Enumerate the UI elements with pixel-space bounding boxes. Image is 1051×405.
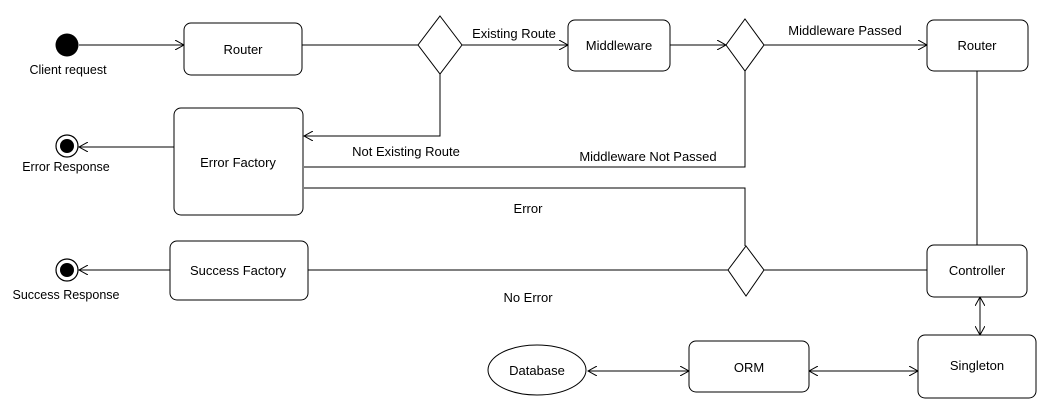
middleware-label: Middleware — [586, 38, 652, 53]
orm-box — [688, 340, 810, 393]
database-ellipse — [487, 344, 587, 396]
error-label: Error — [514, 201, 544, 216]
start-node — [55, 33, 79, 57]
middleware-box — [567, 19, 671, 72]
controller-box — [926, 244, 1028, 298]
edge-middleware-not-passed — [304, 71, 746, 168]
middleware-passed-label: Middleware Passed — [788, 23, 901, 38]
router-1-label: Router — [223, 42, 263, 57]
error-factory-label: Error Factory — [200, 155, 276, 170]
edge-not-existing-route — [304, 74, 441, 136]
controller-label: Controller — [949, 263, 1006, 278]
success-factory-label: Success Factory — [190, 263, 287, 278]
success-factory-box — [169, 240, 309, 301]
client-request-label: Client request — [29, 63, 107, 77]
orm-label: ORM — [734, 360, 764, 375]
database-label: Database — [509, 363, 565, 378]
error-decision-diamond — [727, 245, 765, 297]
middleware-not-passed-label: Middleware Not Passed — [579, 149, 716, 164]
existing-route-label: Existing Route — [472, 26, 556, 41]
router-2-label: Router — [957, 38, 997, 53]
success-response-end-node-core — [60, 263, 74, 277]
no-error-label: No Error — [503, 290, 553, 305]
not-existing-route-label: Not Existing Route — [352, 144, 460, 159]
middleware-decision-diamond — [725, 18, 765, 72]
route-decision-diamond — [417, 15, 463, 75]
singleton-label: Singleton — [950, 358, 1004, 373]
router-1-box — [183, 22, 303, 76]
edge-error — [304, 187, 746, 246]
singleton-box — [917, 334, 1037, 399]
error-response-label: Error Response — [22, 160, 110, 174]
error-factory-box — [173, 107, 304, 216]
success-response-label: Success Response — [12, 288, 119, 302]
error-response-end-node-core — [60, 139, 74, 153]
router-2-box — [926, 19, 1029, 72]
